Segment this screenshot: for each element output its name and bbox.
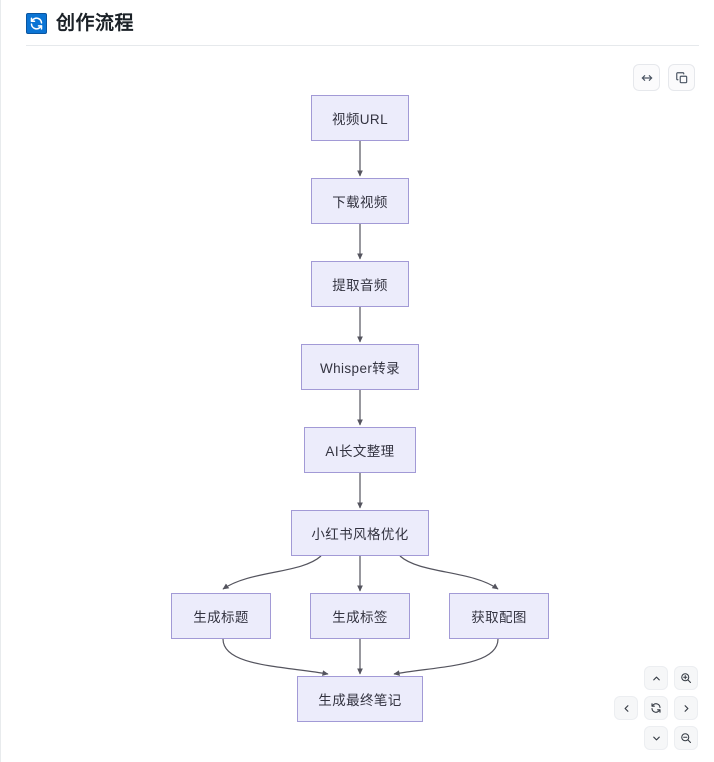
flow-node[interactable]: 生成最终笔记 xyxy=(297,676,423,722)
diagram-canvas[interactable]: 视频URL 下载视频 提取音频 Whisper转录 AI长文整理 小红书风格优化… xyxy=(1,46,714,762)
pan-up-button[interactable] xyxy=(644,666,668,690)
flow-node[interactable]: 下载视频 xyxy=(311,178,409,224)
pan-left-button[interactable] xyxy=(614,696,638,720)
flow-node[interactable]: 生成标签 xyxy=(310,593,410,639)
canvas-toolbar xyxy=(633,64,695,91)
zoom-out-button[interactable] xyxy=(674,726,698,750)
page-title: 创作流程 xyxy=(56,12,135,34)
flow-node[interactable]: 获取配图 xyxy=(449,593,549,639)
flow-node[interactable]: Whisper转录 xyxy=(301,344,419,390)
canvas-navigation-pad xyxy=(614,666,698,750)
pan-right-button[interactable] xyxy=(674,696,698,720)
flow-node[interactable]: 生成标题 xyxy=(171,593,271,639)
refresh-cycle-icon xyxy=(26,12,47,34)
flow-node[interactable]: 视频URL xyxy=(311,95,409,141)
flow-node[interactable]: AI长文整理 xyxy=(304,427,416,473)
panel-header: 创作流程 xyxy=(1,0,714,46)
header-divider xyxy=(26,45,699,46)
fit-width-button[interactable] xyxy=(633,64,660,91)
diagram-edges xyxy=(222,141,499,676)
flow-node[interactable]: 提取音频 xyxy=(311,261,409,307)
flow-node[interactable]: 小红书风格优化 xyxy=(291,510,429,556)
reset-view-button[interactable] xyxy=(644,696,668,720)
copy-button[interactable] xyxy=(668,64,695,91)
pan-down-button[interactable] xyxy=(644,726,668,750)
zoom-in-button[interactable] xyxy=(674,666,698,690)
